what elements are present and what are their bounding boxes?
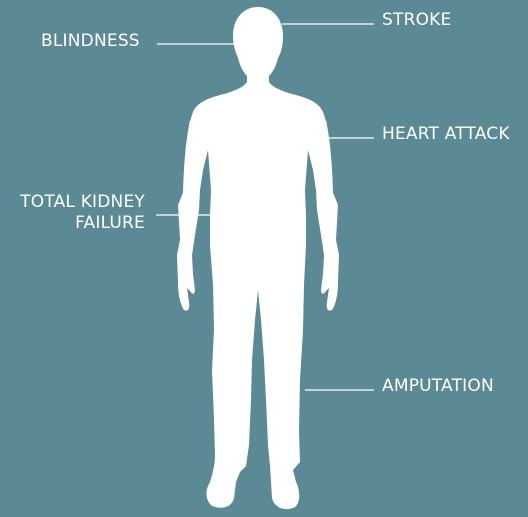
head-shape [233,7,283,86]
body-shape [177,82,339,509]
human-silhouette [177,7,339,509]
kidney-label-line-1: TOTAL KIDNEY [0,192,145,213]
heart-attack-label: HEART ATTACK [382,124,510,145]
blindness-label: BLINDNESS [41,31,140,52]
stroke-label: STROKE [382,10,451,31]
total-kidney-failure-label: TOTAL KIDNEY FAILURE [0,192,145,234]
kidney-label-line-2: FAILURE [0,213,145,234]
amputation-label: AMPUTATION [382,376,494,397]
